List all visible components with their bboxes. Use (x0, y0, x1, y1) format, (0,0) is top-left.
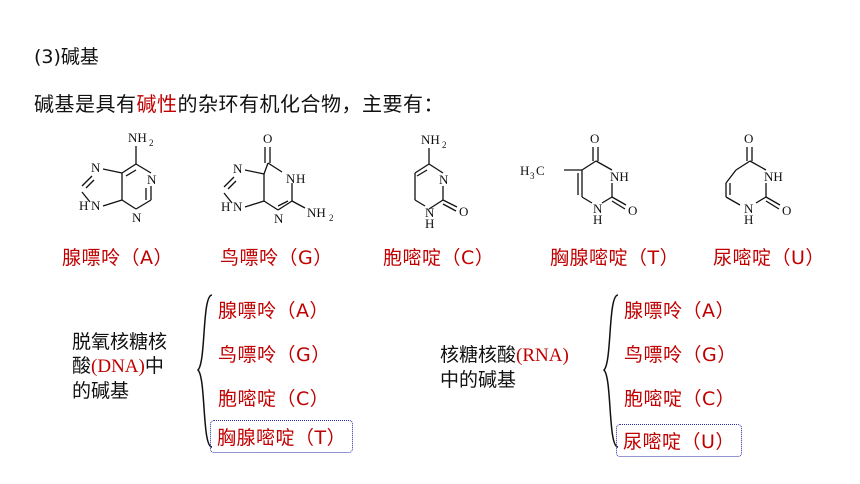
cytosine-label: 胞嘧啶（C） (383, 247, 495, 269)
dna-title-line3: 的碱基 (72, 380, 130, 402)
intro-after: 的杂环有机化合物，主要有： (177, 92, 444, 116)
uracil-o2: O (782, 203, 791, 218)
thymine-svg: H 3 C O NH N H O (520, 131, 637, 227)
dna-item-guanine: 鸟嘌呤（G） (218, 344, 331, 366)
thymine-o2: O (628, 203, 637, 218)
dna-title-in: 中 (144, 355, 164, 377)
guanine-h1: H (296, 171, 305, 186)
adenine-n9: N (91, 198, 101, 213)
adenine-nh: H (79, 198, 88, 213)
thymine-structure: H 3 C O NH N H O (520, 125, 670, 239)
thymine-methyl-c: C (536, 163, 545, 178)
dna-item-cytosine: 胞嘧啶（C） (218, 388, 330, 410)
cytosine-structure: NH 2 N N H O (385, 120, 495, 234)
guanine-n9: N (233, 199, 243, 214)
adenine-amino-sub: 2 (149, 138, 154, 148)
cytosine-h1: H (425, 216, 434, 231)
rna-item-adenine: 腺嘌呤（A） (624, 300, 735, 322)
adenine-n1: N (147, 172, 157, 187)
rna-group-title: 核糖核酸(RNA) 中的碱基 (440, 343, 569, 392)
guanine-n1: N (286, 171, 296, 186)
guanine-n3: N (274, 211, 284, 226)
thymine-n1: N (593, 201, 603, 216)
adenine-label: 腺嘌呤（A） (62, 247, 173, 269)
guanine-structure: O N H N N N H NH 2 (200, 125, 360, 239)
dna-item-thymine: 胸腺嘧啶（T） (210, 420, 354, 453)
adenine-amino: NH (128, 130, 147, 145)
adenine-n7: N (91, 160, 101, 175)
rna-brace (602, 294, 619, 448)
dna-group-title: 脱氧核糖核 酸(DNA)中 的碱基 (72, 330, 167, 403)
dna-title-acid: 酸 (72, 355, 92, 377)
thymine-methyl-sub: 3 (530, 171, 535, 181)
intro-highlight: 碱性 (136, 92, 178, 116)
guanine-amino-sub: 2 (329, 213, 334, 223)
cytosine-n1: N (425, 205, 435, 220)
uracil-h1: H (744, 212, 753, 227)
cytosine-o: O (459, 204, 468, 219)
thymine-methyl-h: H (520, 163, 529, 178)
uracil-structure: O NH N H O (700, 125, 820, 239)
thymine-label: 胸腺嘧啶（T） (550, 247, 680, 269)
adenine-svg: NH 2 N N N N H (79, 130, 157, 225)
uracil-n3: NH (764, 169, 783, 184)
thymine-n3: NH (610, 169, 629, 184)
dna-title-line1: 脱氧核糖核 (72, 331, 168, 353)
rna-item-cytosine: 胞嘧啶（C） (624, 388, 736, 410)
dna-brace (196, 294, 213, 448)
section-heading: (3)碱基 (34, 46, 99, 68)
guanine-nh: H (221, 199, 230, 214)
rna-item-uracil: 尿嘧啶（U） (616, 424, 742, 457)
thymine-o4: O (590, 131, 599, 146)
dna-title-abbrev: (DNA) (91, 356, 145, 377)
rna-title-main: 核糖核酸 (440, 344, 517, 366)
uracil-svg: O NH N H O (725, 131, 791, 227)
rna-title-line2: 中的碱基 (440, 369, 517, 391)
intro-before: 碱基是具有 (34, 92, 137, 116)
adenine-n3: N (132, 210, 142, 225)
uracil-n1: N (744, 201, 754, 216)
guanine-o: O (263, 131, 272, 146)
rna-title-line1: 核糖核酸(RNA) (440, 343, 569, 368)
dna-item-adenine: 腺嘌呤（A） (218, 300, 329, 322)
intro-sentence: 碱基是具有碱性的杂环有机化合物，主要有： (34, 88, 444, 117)
guanine-amino: NH (307, 205, 326, 220)
dna-title-line2: 酸(DNA)中 (72, 354, 167, 379)
uracil-o4: O (744, 131, 753, 146)
guanine-label: 鸟嘌呤（G） (220, 247, 333, 269)
guanine-svg: O N H N N N H NH 2 (221, 131, 334, 226)
guanine-n7: N (233, 161, 243, 176)
uracil-label: 尿嘧啶（U） (713, 247, 825, 269)
cytosine-amino: NH (421, 132, 440, 147)
rna-title-abbrev: (RNA) (516, 345, 569, 366)
adenine-structure: NH 2 N N N N H (58, 120, 178, 234)
cytosine-n3: N (439, 172, 449, 187)
cytosine-svg: NH 2 N N H O (414, 132, 468, 231)
rna-item-guanine: 鸟嘌呤（G） (624, 344, 737, 366)
thymine-h1: H (593, 212, 602, 227)
cytosine-amino-sub: 2 (442, 140, 447, 150)
